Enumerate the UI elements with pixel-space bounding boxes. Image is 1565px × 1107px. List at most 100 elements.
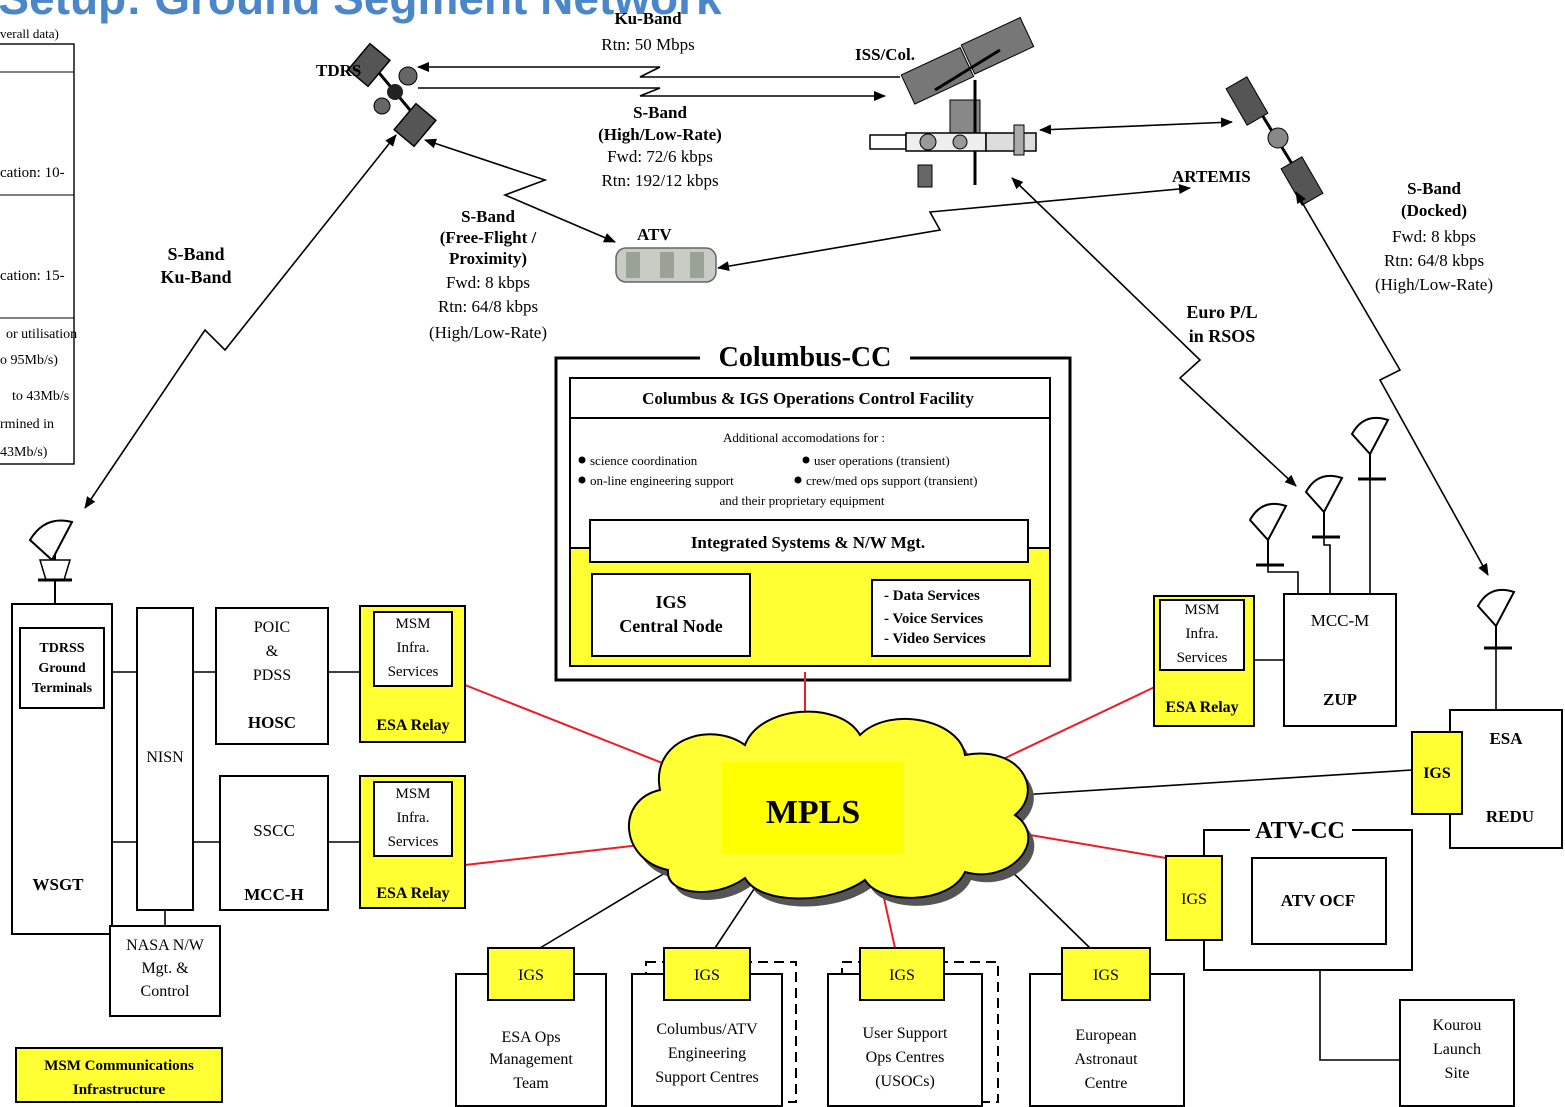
- svg-text:Fwd: 72/6 kbps: Fwd: 72/6 kbps: [607, 147, 713, 166]
- svg-text:Ops Centres: Ops Centres: [866, 1049, 945, 1066]
- svg-text:Rtn: 64/8 kbps: Rtn: 64/8 kbps: [438, 297, 538, 316]
- svg-text:ATV OCF: ATV OCF: [1281, 891, 1355, 910]
- svg-text:Rtn: 64/8 kbps: Rtn: 64/8 kbps: [1384, 251, 1484, 270]
- svg-text:Infra.: Infra.: [1186, 626, 1219, 642]
- svg-text:Services: Services: [1177, 650, 1228, 666]
- svg-text:user operations (transient): user operations (transient): [814, 453, 950, 468]
- svg-text:S-Band: S-Band: [167, 244, 224, 264]
- svg-text:Central Node: Central Node: [619, 616, 722, 636]
- atv-cc: ATV-CC IGS ATV OCF: [1165, 814, 1413, 1061]
- page-title: e Setup: Ground Segment Network: [0, 0, 722, 24]
- left-table-note: o 95Mb/s): [0, 353, 58, 368]
- svg-text:Site: Site: [1445, 1065, 1470, 1082]
- svg-text:(High/Low-Rate): (High/Low-Rate): [1375, 275, 1493, 294]
- svg-text:IGS: IGS: [655, 592, 686, 612]
- svg-text:Ku-Band: Ku-Band: [160, 267, 231, 287]
- svg-text:Proximity): Proximity): [449, 249, 527, 268]
- atv-icon: [615, 247, 717, 283]
- svg-text:Euro P/L: Euro P/L: [1186, 302, 1257, 322]
- svg-text:(High/Low-Rate): (High/Low-Rate): [598, 125, 722, 144]
- left-table-heading: verall data): [0, 26, 59, 41]
- artemis-label: ARTEMIS: [1172, 167, 1251, 186]
- s-band-high-low-label: S-Band (High/Low-Rate) Fwd: 72/6 kbps Rt…: [598, 103, 722, 190]
- euro-pl-label: Euro P/L in RSOS: [1186, 302, 1257, 346]
- iss-label: ISS/Col.: [855, 45, 915, 64]
- nisn-label: NISN: [146, 749, 184, 766]
- facility-title: Columbus & IGS Operations Control Facili…: [642, 389, 974, 408]
- svg-text:PDSS: PDSS: [253, 667, 291, 684]
- svg-text:and their proprietary equipmen: and their proprietary equipment: [720, 493, 885, 508]
- svg-text:S-Band: S-Band: [461, 207, 515, 226]
- svg-text:- Video Services: - Video Services: [884, 631, 986, 647]
- svg-text:S-Band: S-Band: [633, 103, 687, 122]
- svg-text:IGS: IGS: [889, 967, 915, 984]
- wsgt-label: WSGT: [32, 875, 84, 894]
- space-links: [84, 62, 1489, 576]
- european-astronaut-centre: IGS European Astronaut Centre: [1029, 947, 1185, 1107]
- ku-band-link-label: Ku-Band Rtn: 50 Mbps: [601, 9, 695, 54]
- svg-text:Columbus/ATV: Columbus/ATV: [656, 1021, 758, 1038]
- svg-text:Additional accomodations for :: Additional accomodations for :: [723, 430, 885, 445]
- svg-text:Infra.: Infra.: [397, 640, 430, 656]
- svg-text:in RSOS: in RSOS: [1189, 326, 1256, 346]
- tdrs-satellite-icon: [347, 42, 437, 148]
- left-table-note: to 43Mb/s: [12, 389, 69, 404]
- svg-text:Fwd: 8 kbps: Fwd: 8 kbps: [1392, 227, 1476, 246]
- mcc-m-antennas: [1248, 416, 1390, 595]
- svg-text:MSM: MSM: [395, 786, 430, 802]
- svg-text:REDU: REDU: [1486, 807, 1534, 826]
- isnw-label: Integrated Systems & N/W Mgt.: [691, 533, 925, 552]
- atv-label: ATV: [637, 225, 672, 244]
- tdrs-label: TDRS: [316, 61, 361, 80]
- left-table-row1: cation: 10-: [0, 165, 65, 181]
- svg-text:Centre: Centre: [1085, 1075, 1128, 1092]
- svg-text:(Free-Flight /: (Free-Flight /: [440, 228, 537, 247]
- msm-legend: MSM Communications Infrastructure: [15, 1047, 223, 1103]
- svg-text:SSCC: SSCC: [253, 821, 295, 840]
- svg-text:ESA Relay: ESA Relay: [376, 885, 449, 902]
- svg-text:ZUP: ZUP: [1323, 690, 1357, 709]
- redu-box: [1449, 709, 1563, 849]
- esa-relay-hosc: MSM Infra. Services ESA Relay: [359, 605, 466, 743]
- svg-text:TDRSS: TDRSS: [39, 641, 84, 656]
- svg-text:(Docked): (Docked): [1401, 201, 1467, 220]
- svg-text:Services: Services: [388, 664, 439, 680]
- s-band-docked-label: S-Band (Docked) Fwd: 8 kbps Rtn: 64/8 kb…: [1375, 179, 1493, 294]
- columbus-cc: Columbus-CC Columbus & IGS Operations Co…: [554, 338, 1072, 682]
- svg-text:Fwd: 8 kbps: Fwd: 8 kbps: [446, 273, 530, 292]
- svg-text:Astronaut: Astronaut: [1074, 1051, 1138, 1068]
- svg-text:Ku-Band: Ku-Band: [614, 9, 682, 28]
- svg-text:Services: Services: [388, 834, 439, 850]
- esa-ops-team: IGS ESA Ops Management Team: [455, 947, 607, 1107]
- svg-text:Engineering: Engineering: [668, 1045, 746, 1062]
- mcc-h-box: [219, 775, 329, 911]
- redu-igs: [1411, 731, 1463, 815]
- mpls-cloud: MPLS: [627, 710, 1035, 907]
- iss-icon: [869, 16, 1037, 188]
- svg-text:Rtn: 192/12 kbps: Rtn: 192/12 kbps: [601, 171, 718, 190]
- columbus-cc-title: Columbus-CC: [719, 342, 892, 373]
- wsgt-antenna-icon: [28, 519, 74, 608]
- svg-text:IGS: IGS: [694, 967, 720, 984]
- svg-text:ESA Relay: ESA Relay: [376, 717, 449, 734]
- svg-text:IGS: IGS: [1423, 765, 1451, 782]
- hosc-box: [215, 607, 329, 745]
- svg-text:ESA Ops: ESA Ops: [501, 1029, 560, 1046]
- esa-relay-mcc-h: MSM Infra. Services ESA Relay: [359, 775, 466, 909]
- svg-text:on-line engineering support: on-line engineering support: [590, 473, 734, 488]
- kourou-box: [1399, 999, 1515, 1107]
- redu-antenna-icon: [1476, 588, 1516, 710]
- svg-text:(USOCs): (USOCs): [875, 1073, 935, 1090]
- columbus-atv-support-centres: IGS Columbus/ATV Engineering Support Cen…: [631, 947, 797, 1107]
- svg-text:Rtn: 50 Mbps: Rtn: 50 Mbps: [601, 35, 695, 54]
- esa-relay-mcc-m: MSM Infra. Services ESA Relay: [1153, 595, 1255, 727]
- left-table-fragment: verall data) cation: 10- cation: 15- or …: [0, 26, 77, 465]
- svg-text:Support Centres: Support Centres: [655, 1069, 759, 1086]
- svg-text:European: European: [1075, 1027, 1136, 1044]
- svg-text:- Data Services: - Data Services: [884, 588, 980, 604]
- mpls-label: MPLS: [766, 794, 860, 831]
- svg-text:&: &: [266, 643, 279, 660]
- svg-text:Ground: Ground: [38, 661, 85, 676]
- mpls-links: [464, 672, 1413, 949]
- left-table-note: 43Mb/s): [0, 445, 48, 460]
